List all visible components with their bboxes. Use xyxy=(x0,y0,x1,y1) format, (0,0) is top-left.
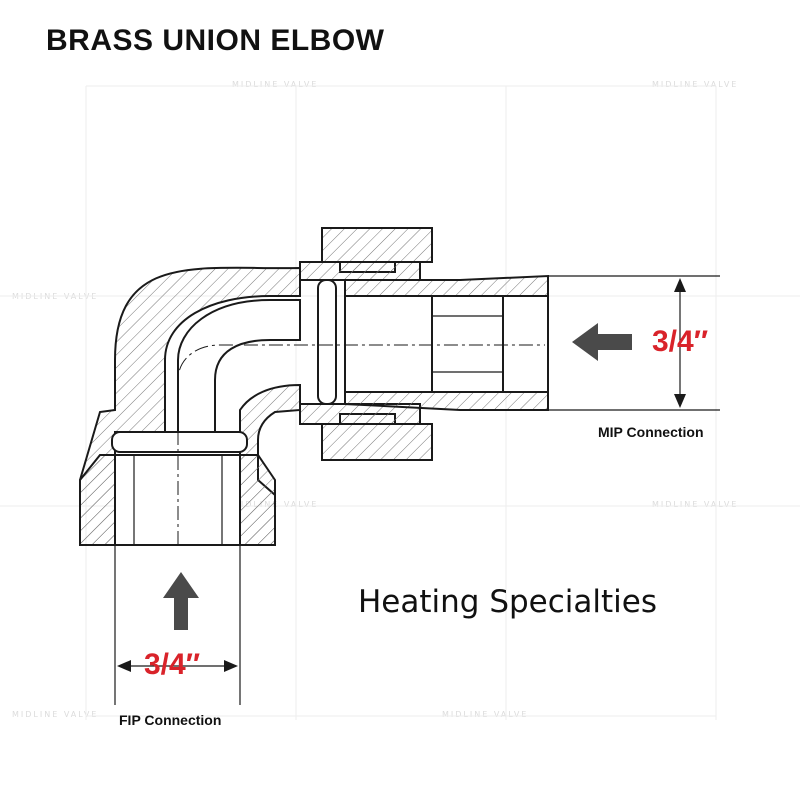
mip-size-label: 3/4″ xyxy=(652,325,709,358)
elbow-body-section xyxy=(79,266,301,546)
fip-bore xyxy=(111,431,248,546)
mip-flow-arrow-icon xyxy=(572,323,632,361)
mip-connection-label: MIP Connection xyxy=(598,424,704,440)
union-seat xyxy=(317,279,337,405)
page-title: BRASS UNION ELBOW xyxy=(46,24,385,57)
watermark-text: MIDLINE VALVE xyxy=(232,80,319,89)
centerlines xyxy=(177,344,545,545)
mip-dimension xyxy=(548,275,720,411)
tailpiece-bore xyxy=(344,295,549,393)
fip-wall-left xyxy=(79,454,116,546)
union-nut-shoulder-top xyxy=(299,261,421,281)
fip-size-label: 3/4″ xyxy=(144,648,201,681)
watermark-text: MIDLINE VALVE xyxy=(652,500,739,509)
fip-wall-right xyxy=(239,454,276,546)
tailpiece-top-wall xyxy=(344,274,549,297)
fip-connection-label: FIP Connection xyxy=(119,712,222,728)
watermark-text: MIDLINE VALVE xyxy=(12,710,99,719)
elbow-inner-wall-section xyxy=(177,299,301,433)
brand-name: Heating Specialties xyxy=(358,584,658,620)
watermark-text: MIDLINE VALVE xyxy=(442,710,529,719)
fip-flow-arrow-icon xyxy=(163,572,199,630)
watermark-text: MIDLINE VALVE xyxy=(652,80,739,89)
fip-dimension xyxy=(114,545,241,705)
